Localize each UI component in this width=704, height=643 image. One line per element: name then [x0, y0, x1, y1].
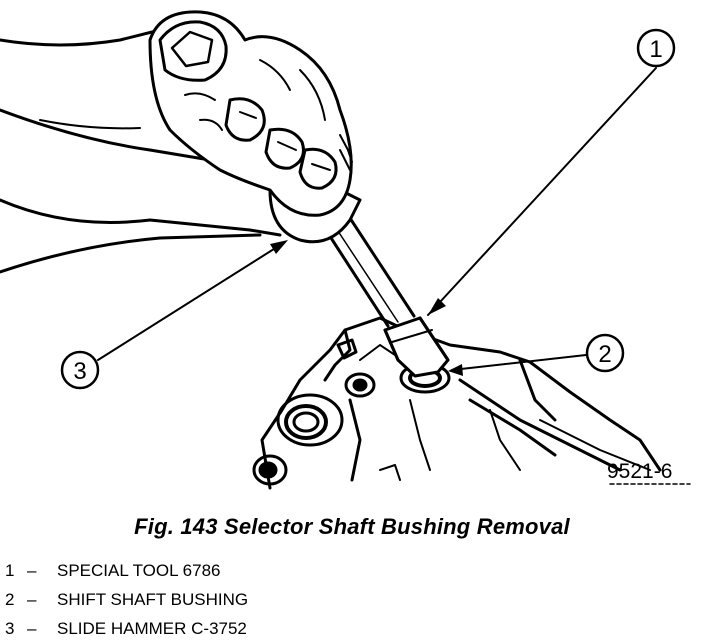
legend-item: 2– SHIFT SHAFT BUSHING [5, 585, 248, 614]
special-tool [383, 316, 450, 378]
callout-2-label: 2 [598, 341, 611, 368]
legend-item-label: SPECIAL TOOL 6786 [57, 561, 221, 580]
callout-1: 1 [427, 28, 676, 316]
slide-hammer-shaft [320, 210, 416, 328]
callout-2: 2 [448, 333, 625, 376]
legend-item-label: SHIFT SHAFT BUSHING [57, 590, 249, 609]
legend-item: 3– SLIDE HAMMER C-3752 [5, 614, 248, 643]
legend-item-number: 1 [5, 561, 15, 580]
figure-caption: Fig. 143 Selector Shaft Bushing Removal [134, 514, 570, 539]
callout-3: 3 [60, 240, 288, 390]
forearm [0, 28, 282, 274]
legend-item-number: 2 [5, 590, 15, 609]
legend-item-dash: – [27, 590, 37, 609]
transmission-case [252, 316, 662, 490]
figure-code: 9521-6 [607, 460, 672, 483]
legend-item-dash: – [27, 561, 37, 580]
legend-list: 1–SPECIAL TOOL 6786 2–SHIFT SHAFT BUSHIN… [5, 556, 248, 643]
hand [148, 10, 353, 217]
bushing-removal-illustration: 1 2 3 9521-6 [0, 10, 691, 490]
legend-item-label: SLIDE HAMMER C-3752 [57, 619, 247, 638]
callout-3-label: 3 [73, 358, 86, 385]
legend-item-dash: – [27, 619, 37, 638]
legend-item: 1– SPECIAL TOOL 6786 [5, 556, 248, 585]
callout-1-label: 1 [649, 36, 662, 63]
legend-item-number: 3 [5, 619, 15, 638]
